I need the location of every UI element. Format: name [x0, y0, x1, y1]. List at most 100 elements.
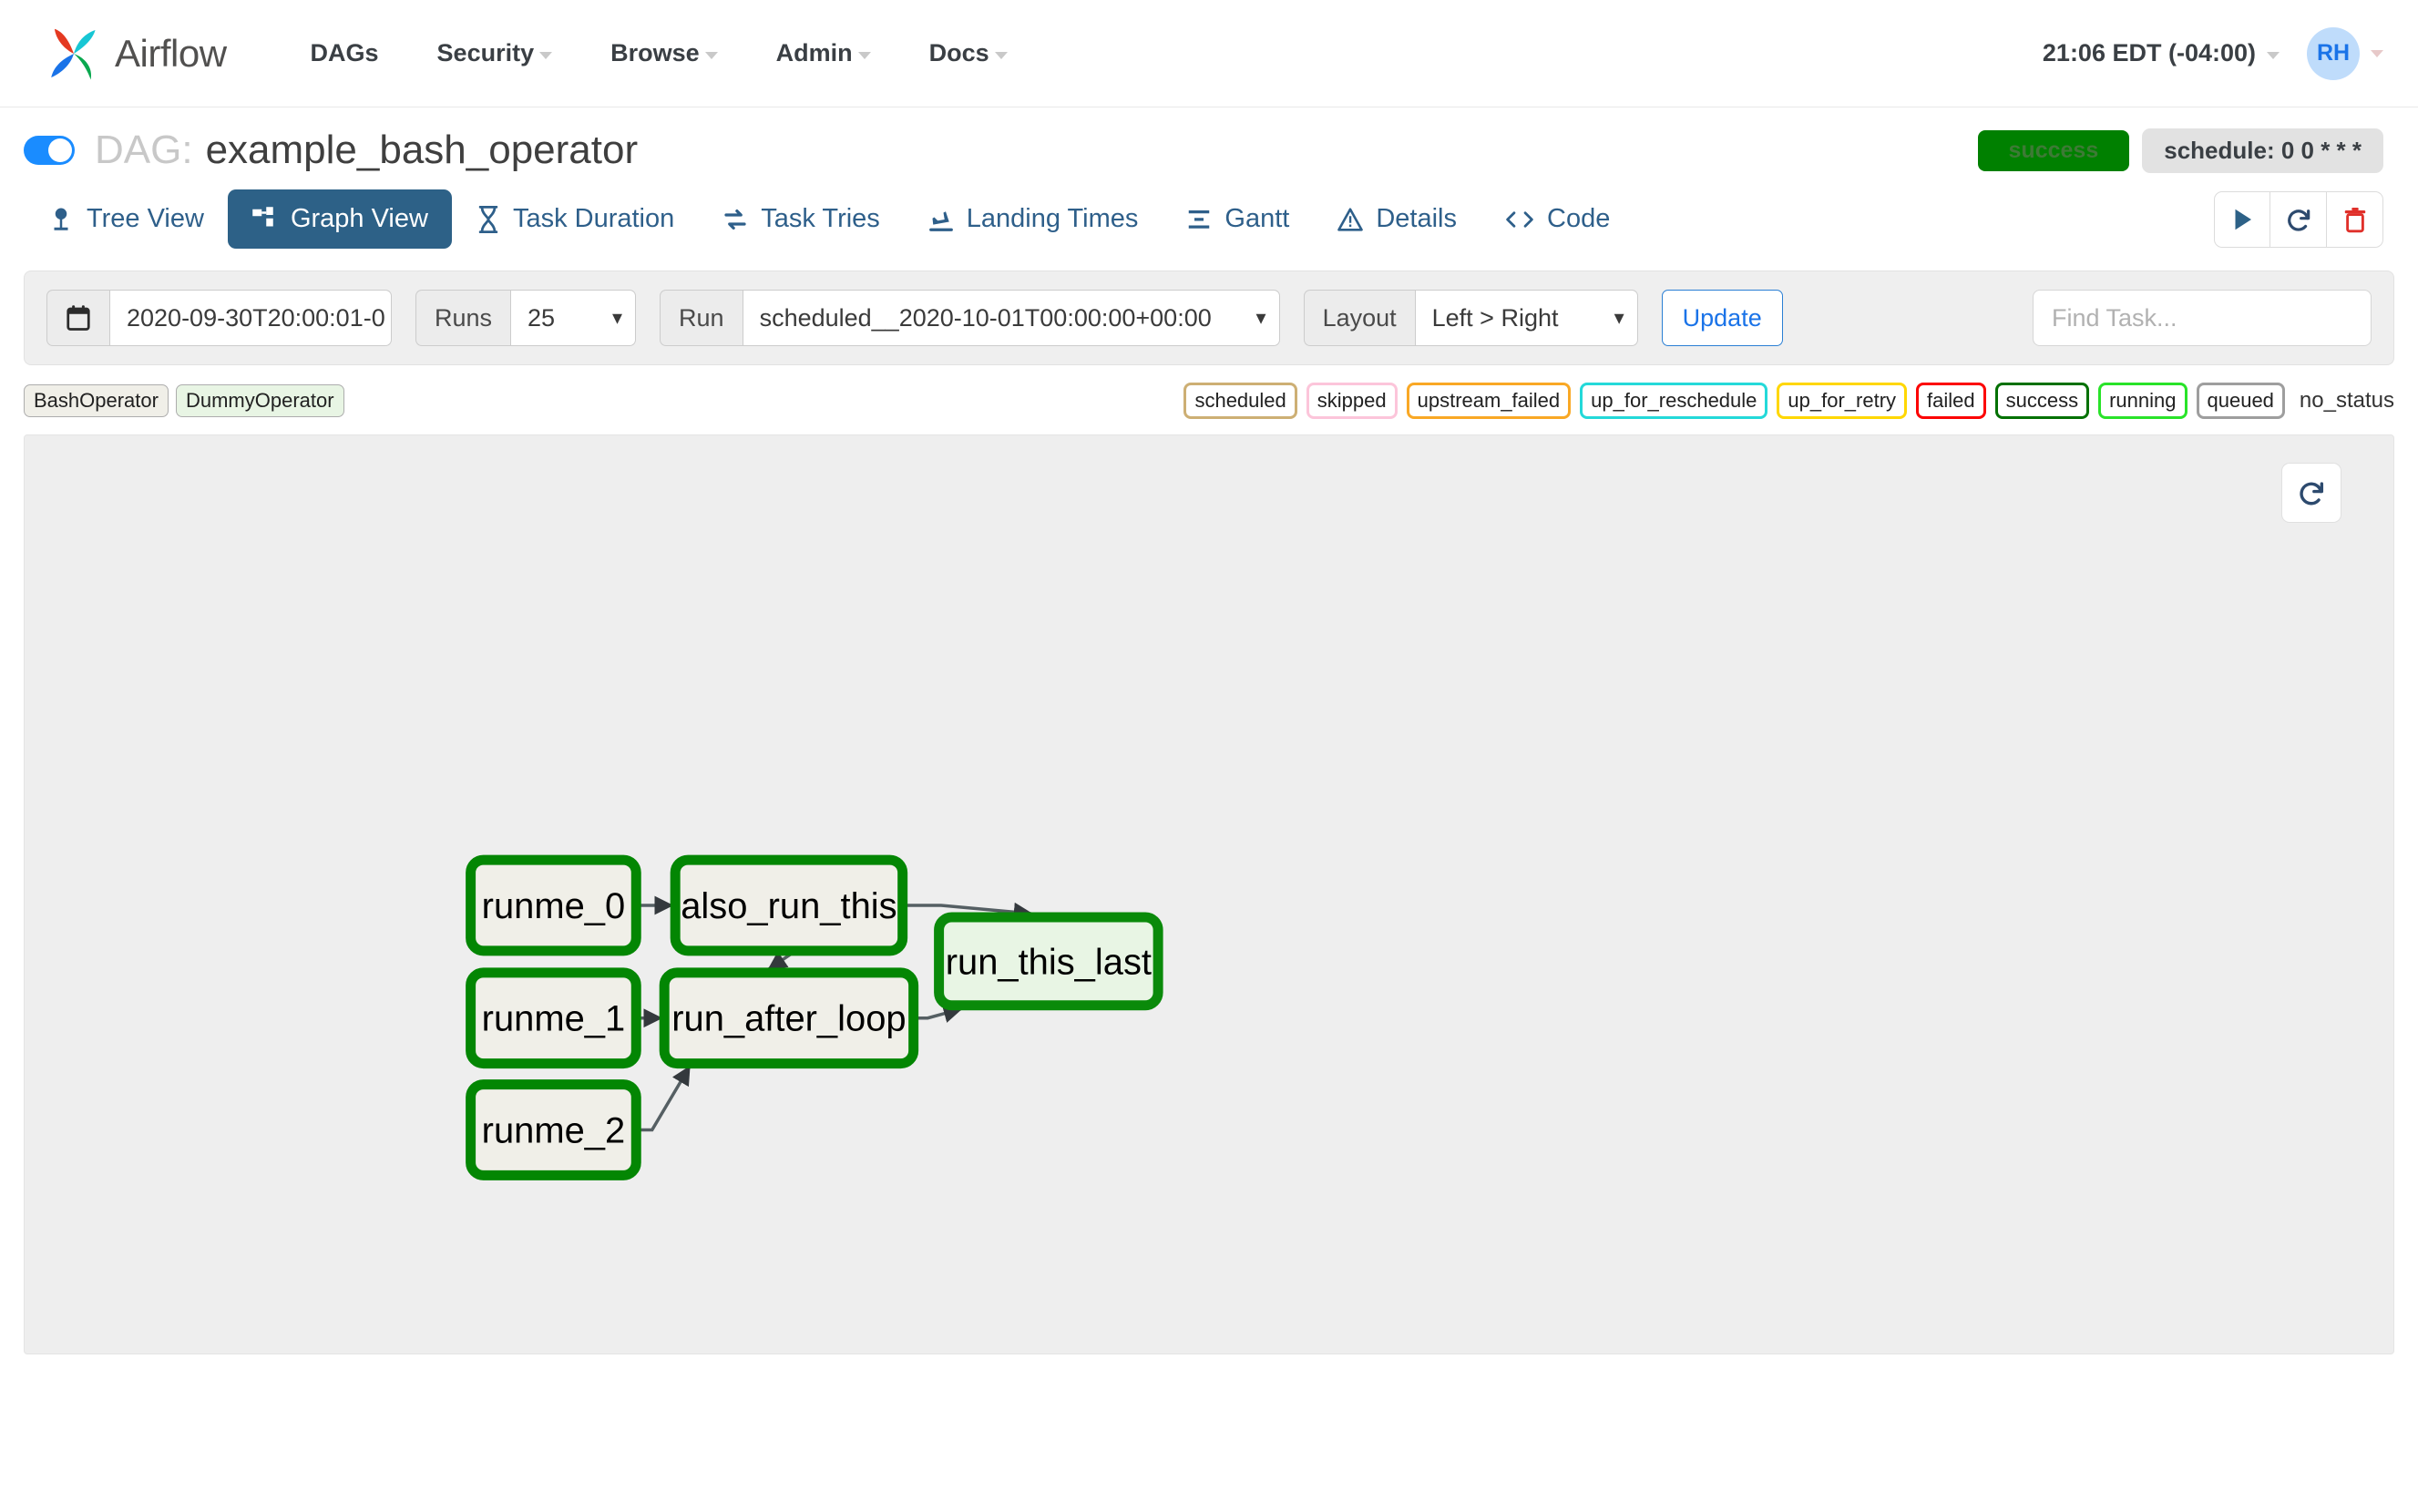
graph-node-label: runme_2	[482, 1110, 626, 1150]
tab-task-tries-label: Task Tries	[761, 204, 880, 233]
nav-item-browse-label: Browse	[610, 39, 700, 66]
chevron-down-icon	[539, 51, 553, 59]
runs-label: Runs	[415, 290, 511, 346]
tab-code-label: Code	[1547, 204, 1611, 233]
graph-node-runme_0[interactable]: runme_0	[466, 854, 641, 956]
chevron-down-icon: ▾	[1614, 306, 1624, 329]
graph-node-label: runme_1	[482, 999, 626, 1039]
tab-tree-view[interactable]: Tree View	[24, 189, 228, 249]
refresh-icon	[2300, 482, 2324, 506]
trigger-dag-button[interactable]	[2214, 190, 2270, 248]
status-legend-up-for-reschedule: up_for_reschedule	[1580, 383, 1768, 419]
tab-task-duration[interactable]: Task Duration	[452, 189, 698, 249]
graph-node-run_after_loop[interactable]: run_after_loop	[659, 967, 919, 1069]
base-date-input[interactable]: 2020-09-30T20:00:01-0	[109, 290, 392, 346]
graph-node-label: runme_0	[482, 886, 626, 926]
delete-dag-button[interactable]	[2327, 190, 2383, 248]
calendar-icon-addon[interactable]	[46, 290, 109, 346]
dag-header: DAG: example_bash_operator success sched…	[0, 107, 2418, 173]
nav-item-admin[interactable]: Admin	[747, 39, 900, 67]
user-menu[interactable]: RH	[2307, 26, 2383, 80]
tab-gantt-label: Gantt	[1224, 204, 1290, 233]
graph-refresh-button[interactable]	[2281, 463, 2341, 523]
graph-node-runme_1[interactable]: runme_1	[466, 967, 641, 1069]
dag-run-value: scheduled__2020-10-01T00:00:00+00:00	[759, 303, 1212, 332]
nav-item-security-label: Security	[436, 39, 535, 66]
chevron-down-icon	[2371, 49, 2383, 57]
num-runs-select[interactable]: 25 ▾	[510, 290, 637, 346]
nav-item-dags[interactable]: DAGs	[282, 39, 408, 67]
dag-graph[interactable]: runme_0 runme_1 runme_2 also_run_this run_af…	[25, 435, 2393, 1354]
dag-run-select[interactable]: scheduled__2020-10-01T00:00:00+00:00 ▾	[742, 290, 1280, 346]
graph-node-box	[466, 854, 641, 956]
chevron-down-icon	[994, 51, 1008, 59]
page-title: example_bash_operator	[205, 128, 639, 172]
tab-details-label: Details	[1376, 204, 1458, 233]
status-legend-scheduled: scheduled	[1183, 383, 1297, 419]
graph-edge	[913, 1004, 963, 1023]
chevron-down-icon: ▾	[611, 306, 623, 329]
status-legend-running: running	[2098, 383, 2187, 419]
tab-task-tries[interactable]: Task Tries	[698, 189, 904, 249]
tab-details[interactable]: Details	[1313, 189, 1481, 249]
nav-item-docs[interactable]: Docs	[900, 39, 1037, 67]
chevron-down-icon	[857, 51, 871, 59]
status-legend-queued: queued	[2196, 383, 2285, 419]
tree-view-icon	[54, 208, 68, 230]
tab-landing-times[interactable]: Landing Times	[904, 189, 1163, 249]
status-badge: success	[1977, 129, 2130, 171]
layout-select[interactable]: Left > Right ▾	[1414, 290, 1638, 346]
chevron-down-icon	[2267, 51, 2280, 59]
gantt-icon	[1189, 209, 1210, 229]
graph-node-label: run_this_last	[946, 942, 1152, 982]
code-icon	[1506, 210, 1533, 228]
graph-node-box	[934, 912, 1163, 1011]
graph-node-runme_2[interactable]: runme_2	[466, 1079, 641, 1180]
graph-node-box	[670, 854, 908, 956]
find-task-input[interactable]: Find Task...	[2033, 290, 2372, 346]
nav-item-admin-label: Admin	[775, 39, 853, 66]
filter-bar: 2020-09-30T20:00:01-0 Runs 25 ▾ Run sche…	[24, 271, 2394, 365]
dag-pause-toggle[interactable]	[24, 136, 75, 165]
status-legend-upstream-failed: upstream_failed	[1406, 383, 1572, 419]
tab-landing-times-label: Landing Times	[966, 204, 1139, 233]
timezone-selector[interactable]: 21:06 EDT (-04:00)	[2043, 39, 2280, 67]
airflow-brand[interactable]: Airflow	[46, 26, 227, 82]
status-legend-up-for-retry: up_for_retry	[1777, 383, 1908, 419]
trash-icon	[2344, 207, 2365, 232]
tab-graph-view[interactable]: Graph View	[227, 189, 452, 249]
num-runs-value: 25	[528, 303, 556, 332]
status-legend-failed: failed	[1916, 383, 1986, 419]
graph-node-also_run_this[interactable]: also_run_this	[670, 854, 908, 956]
chevron-down-icon: ▾	[1255, 306, 1266, 329]
graph-node-box	[466, 967, 641, 1069]
chevron-down-icon	[704, 51, 718, 59]
calendar-icon	[67, 305, 90, 331]
tab-tree-view-label: Tree View	[87, 204, 204, 233]
run-label: Run	[660, 290, 743, 346]
graph-canvas[interactable]: runme_0 runme_1 runme_2 also_run_this run_af…	[24, 434, 2394, 1354]
top-navbar: Airflow DAGs Security Browse Admin Docs …	[0, 0, 2418, 107]
nav-item-browse[interactable]: Browse	[581, 39, 747, 67]
graph-node-box	[466, 1079, 641, 1180]
view-tabs: Tree View Graph View Task Duration Task …	[0, 173, 2418, 249]
tab-code[interactable]: Code	[1481, 189, 1634, 249]
nav-item-dags-label: DAGs	[310, 39, 379, 66]
graph-node-run_this_last[interactable]: run_this_last	[934, 912, 1163, 1011]
brand-text: Airflow	[115, 31, 227, 75]
graph-edge	[902, 902, 1033, 922]
operator-legend-bashoperator[interactable]: BashOperator	[24, 383, 169, 418]
nav-item-security[interactable]: Security	[408, 39, 582, 67]
details-icon	[1337, 207, 1364, 231]
avatar: RH	[2307, 26, 2360, 80]
operator-legend-dummyoperator[interactable]: DummyOperator	[175, 383, 344, 418]
status-legend-skipped: skipped	[1306, 383, 1398, 419]
dag-prefix-label: DAG:	[95, 128, 193, 172]
graph-node-label: run_after_loop	[671, 999, 906, 1039]
update-button[interactable]: Update	[1661, 290, 1783, 346]
retry-icon	[724, 209, 746, 230]
dag-action-buttons	[2214, 190, 2383, 248]
legend-row: BashOperator DummyOperator scheduled ski…	[24, 382, 2394, 420]
tab-gantt[interactable]: Gantt	[1162, 189, 1313, 249]
refresh-button[interactable]	[2270, 190, 2327, 248]
